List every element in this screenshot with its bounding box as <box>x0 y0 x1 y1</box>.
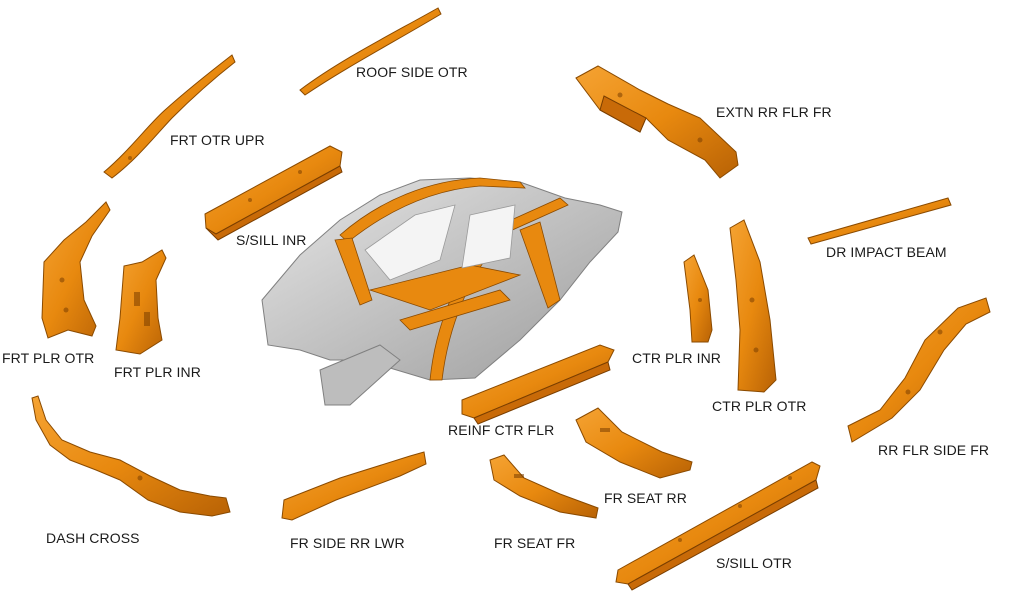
reinf-ctr-flr-part <box>461 344 615 425</box>
s-sill-inr-part <box>204 145 343 241</box>
roof-side-otr-part <box>299 7 442 96</box>
s-sill-otr-part <box>615 461 821 591</box>
frt-plr-otr-part <box>41 201 111 339</box>
label-ctr-plr-otr: CTR PLR OTR <box>712 398 807 414</box>
label-dr-impact-beam: DR IMPACT BEAM <box>826 244 947 260</box>
label-dash-cross: DASH CROSS <box>46 530 140 546</box>
rr-flr-side-fr-part <box>847 297 991 443</box>
label-roof-side-otr: ROOF SIDE OTR <box>356 64 468 80</box>
dash-cross-part <box>31 395 231 517</box>
label-fr-side-rr-lwr: FR SIDE RR LWR <box>290 535 405 551</box>
label-extn-rr-flr-fr: EXTN RR FLR FR <box>716 104 832 120</box>
label-fr-seat-fr: FR SEAT FR <box>494 535 576 551</box>
ctr-plr-inr-part <box>683 254 713 343</box>
label-s-sill-otr: S/SILL OTR <box>716 555 792 571</box>
car-body-structure <box>261 177 623 406</box>
label-rr-flr-side-fr: RR FLR SIDE FR <box>878 442 990 458</box>
label-reinf-ctr-flr: REINF CTR FLR <box>448 422 555 438</box>
fr-side-rr-lwr-part <box>281 451 427 521</box>
label-frt-plr-inr: FRT PLR INR <box>114 364 201 380</box>
ctr-plr-otr-part <box>729 219 777 393</box>
frt-plr-inr-part <box>115 249 167 355</box>
frt-otr-upr-part <box>103 54 236 179</box>
label-fr-seat-rr: FR SEAT RR <box>604 490 687 506</box>
fr-seat-rr-part <box>575 407 693 479</box>
dr-impact-beam-part <box>807 197 952 245</box>
label-frt-otr-upr: FRT OTR UPR <box>170 132 265 148</box>
label-ctr-plr-inr: CTR PLR INR <box>632 350 721 366</box>
label-frt-plr-otr: FRT PLR OTR <box>2 350 95 366</box>
label-s-sill-inr: S/SILL INR <box>236 232 307 248</box>
extn-rr-flr-fr-part <box>575 65 739 179</box>
fr-seat-fr-part <box>489 454 599 519</box>
